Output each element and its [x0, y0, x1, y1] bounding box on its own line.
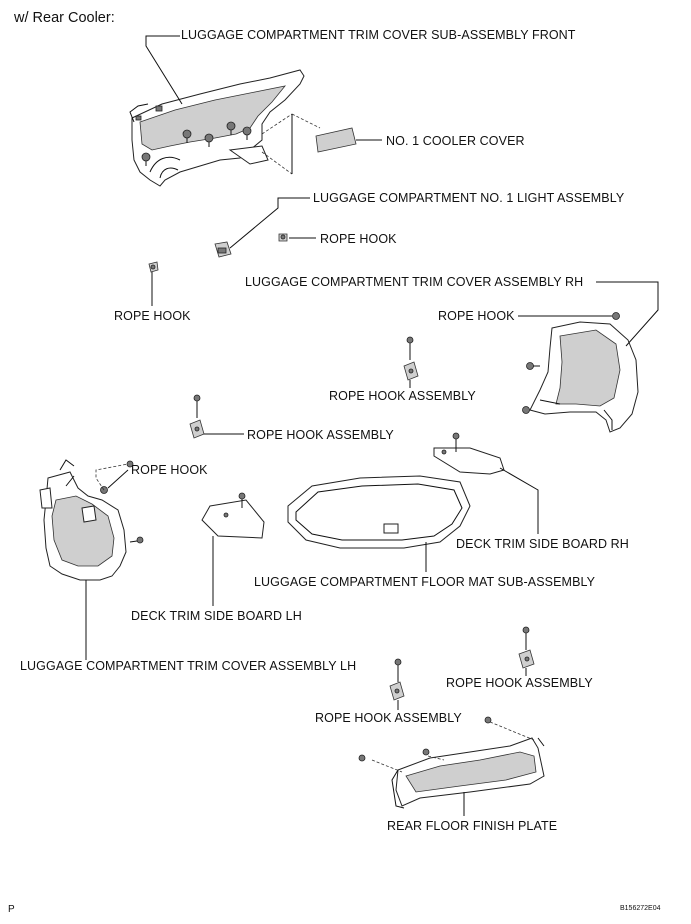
leader-trim-cover-rh [596, 281, 659, 347]
floor-mat-part [287, 475, 471, 549]
rope-hook-2-part [148, 261, 159, 273]
rope-hook-assembly-3-part [518, 626, 535, 669]
rope-hook-4-part [126, 460, 134, 468]
label-trim-cover-rh: LUGGAGE COMPARTMENT TRIM COVER ASSEMBLY … [245, 275, 584, 289]
label-floor-mat: LUGGAGE COMPARTMENT FLOOR MAT SUB-ASSEMB… [254, 575, 596, 589]
figure-code: B156272E04 [620, 905, 661, 912]
cooler-cover-part [291, 113, 357, 153]
rear-floor-plate-part [358, 716, 545, 809]
rope-hook-assembly-2-part [189, 394, 205, 439]
trim-cover-rh-part [522, 312, 639, 433]
label-rope-hook-assembly-4: ROPE HOOK ASSEMBLY [315, 711, 462, 725]
label-deck-board-rh: DECK TRIM SIDE BOARD RH [456, 537, 629, 551]
label-deck-board-lh: DECK TRIM SIDE BOARD LH [131, 609, 302, 623]
label-rear-floor-plate: REAR FLOOR FINISH PLATE [387, 819, 558, 833]
cooler-cover-guide [261, 113, 293, 175]
label-cooler-cover: NO. 1 COOLER COVER [386, 134, 525, 148]
rope-hook-1-part [278, 233, 288, 242]
rope-hook-assembly-1-part [403, 336, 419, 381]
leader-trim-cover-front [145, 35, 183, 105]
diagram-title: w/ Rear Cooler: [14, 10, 115, 26]
label-light-assembly: LUGGAGE COMPARTMENT NO. 1 LIGHT ASSEMBLY [313, 191, 625, 205]
light-assembly-part [214, 241, 232, 258]
rope-hook-4-guide [95, 463, 129, 491]
label-rope-hook-assembly-1: ROPE HOOK ASSEMBLY [329, 389, 476, 403]
rope-hook-assembly-4-part [389, 658, 405, 701]
label-rope-hook-4: ROPE HOOK [131, 463, 208, 477]
trim-cover-front-part [129, 69, 305, 187]
label-rope-hook-1: ROPE HOOK [320, 232, 397, 246]
front-clips [141, 121, 252, 166]
label-rope-hook-assembly-2: ROPE HOOK ASSEMBLY [247, 428, 394, 442]
label-trim-cover-lh: LUGGAGE COMPARTMENT TRIM COVER ASSEMBLY … [20, 659, 357, 673]
label-rope-hook-assembly-3: ROPE HOOK ASSEMBLY [446, 676, 593, 690]
leader-light-assembly [229, 197, 310, 249]
leader-rope-hook-4 [107, 469, 129, 489]
label-rope-hook-2: ROPE HOOK [114, 309, 191, 323]
deck-board-lh-part [201, 492, 265, 539]
page-mark: P [8, 904, 15, 915]
label-rope-hook-3: ROPE HOOK [438, 309, 515, 323]
deck-board-rh-part [433, 432, 505, 475]
label-trim-cover-front: LUGGAGE COMPARTMENT TRIM COVER SUB-ASSEM… [181, 28, 576, 42]
leader-deck-board-rh [499, 467, 539, 534]
trim-cover-lh-part [39, 459, 144, 581]
